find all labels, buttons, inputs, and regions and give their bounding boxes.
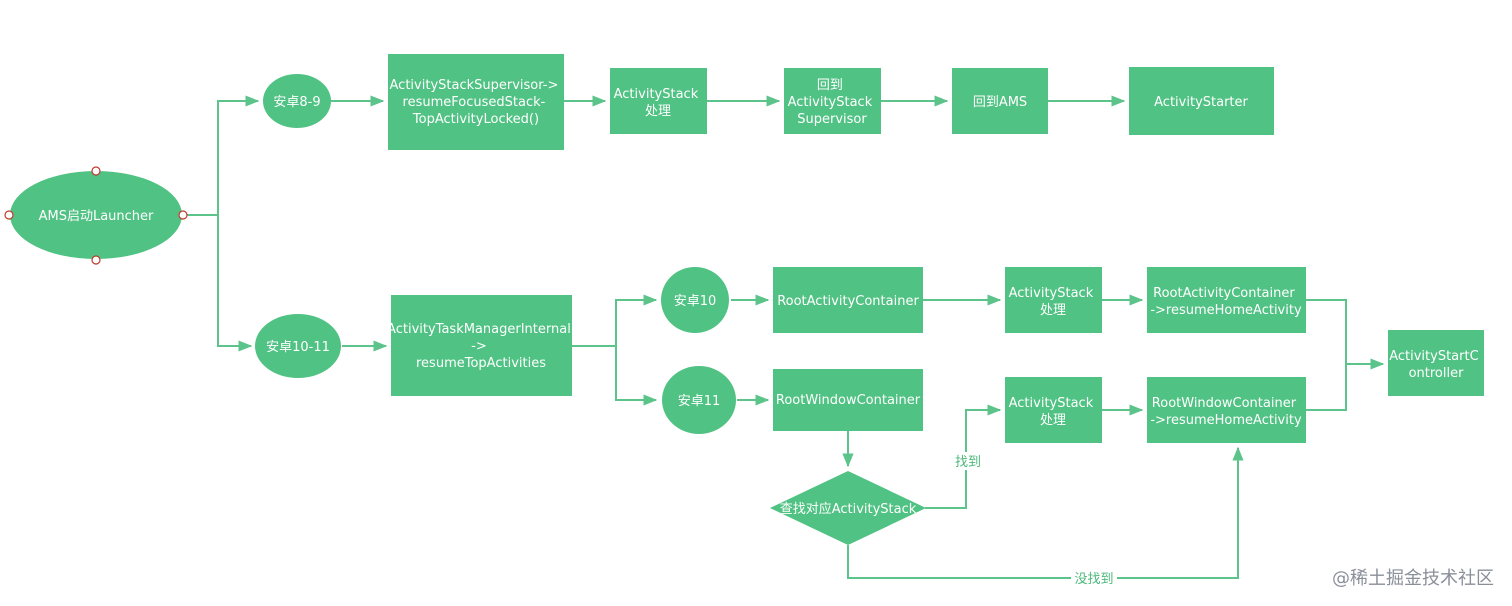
node-android-10[interactable]: 安卓10 <box>661 267 729 333</box>
node-android-10-label: 安卓10 <box>674 294 717 309</box>
node-android-8-9[interactable]: 安卓8-9 <box>263 74 331 128</box>
node-activity-start-controller[interactable]: ActivityStartC ontroller <box>1388 330 1484 396</box>
node-activity-start-controller-label: ActivityStartC ontroller <box>1389 349 1483 381</box>
node-android-11[interactable]: 安卓11 <box>662 366 736 434</box>
node-ams-launcher[interactable]: AMS启动Launcher <box>10 171 182 259</box>
node-android-8-9-label: 安卓8-9 <box>273 95 320 110</box>
node-stack-process-top-label: ActivityStack 处理 <box>614 87 703 119</box>
node-find-stack-decision-label: 查找对应ActivityStack <box>780 501 917 517</box>
edge-task-manager-to-11 <box>615 346 658 406</box>
node-stack-process-11-label: ActivityStack 处理 <box>1009 396 1098 428</box>
node-find-stack-decision[interactable]: 查找对应ActivityStack <box>770 471 926 545</box>
edge-label-not-found: 没找到 <box>1074 572 1113 587</box>
node-root-window-container-resume-label: RootWindowContainer ->resumeHomeActivity <box>1150 396 1302 428</box>
edge-decision-not-found <box>847 446 1244 579</box>
edge-ams-to-10-11 <box>217 215 253 352</box>
node-root-window-container-resume[interactable]: RootWindowContainer ->resumeHomeActivity <box>1147 377 1306 443</box>
node-stack-process-10[interactable]: ActivityStack 处理 <box>1005 267 1102 333</box>
node-activity-starter[interactable]: ActivityStarter <box>1129 67 1274 135</box>
node-back-to-ams[interactable]: 回到AMS <box>952 68 1048 134</box>
node-android-10-11-label: 安卓10-11 <box>266 340 330 355</box>
node-stack-process-11[interactable]: ActivityStack 处理 <box>1005 377 1102 443</box>
selection-handle-left[interactable] <box>4 210 14 220</box>
node-root-activity-container[interactable]: RootActivityContainer <box>773 267 923 333</box>
edge-label-found: 找到 <box>955 455 981 470</box>
node-stack-process-10-label: ActivityStack 处理 <box>1009 286 1098 318</box>
node-supervisor-resume-label: ActivityStackSupervisor-> resumeFocusedS… <box>390 78 563 127</box>
node-root-window-container[interactable]: RootWindowContainer <box>773 369 923 431</box>
node-task-manager-internal[interactable]: ActivityTaskManagerInternal -> resumeTop… <box>387 295 575 396</box>
selection-handle-bottom[interactable] <box>91 255 101 265</box>
edge-ams-to-8-9 <box>181 95 260 216</box>
node-android-10-11[interactable]: 安卓10-11 <box>255 314 341 378</box>
node-activity-starter-label: ActivityStarter <box>1154 95 1248 110</box>
node-back-to-ams-label: 回到AMS <box>973 95 1027 110</box>
node-root-activity-container-resume-label: RootActivityContainer ->resumeHomeActivi… <box>1150 286 1302 318</box>
node-supervisor-resume[interactable]: ActivityStackSupervisor-> resumeFocusedS… <box>388 54 564 150</box>
edge-root-activity-resume-to-controller <box>1306 299 1385 370</box>
node-back-to-supervisor[interactable]: 回到 ActivityStack Supervisor <box>784 68 881 134</box>
selection-handle-right[interactable] <box>178 210 188 220</box>
node-stack-process-top[interactable]: ActivityStack 处理 <box>610 68 707 134</box>
node-back-to-supervisor-label: 回到 ActivityStack Supervisor <box>788 78 877 127</box>
node-ams-launcher-label: AMS启动Launcher <box>39 209 154 224</box>
node-android-11-label: 安卓11 <box>678 394 721 409</box>
selection-handle-top[interactable] <box>91 166 101 176</box>
node-root-activity-container-resume[interactable]: RootActivityContainer ->resumeHomeActivi… <box>1147 267 1306 333</box>
node-task-manager-internal-label: ActivityTaskManagerInternal -> resumeTop… <box>387 322 575 371</box>
edge-task-manager-to-10 <box>572 294 658 347</box>
node-root-activity-container-label: RootActivityContainer <box>777 294 919 309</box>
watermark: @稀土掘金技术社区 <box>1332 568 1494 589</box>
edge-root-window-resume-to-controller <box>1306 364 1347 411</box>
node-root-window-container-label: RootWindowContainer <box>776 393 921 408</box>
